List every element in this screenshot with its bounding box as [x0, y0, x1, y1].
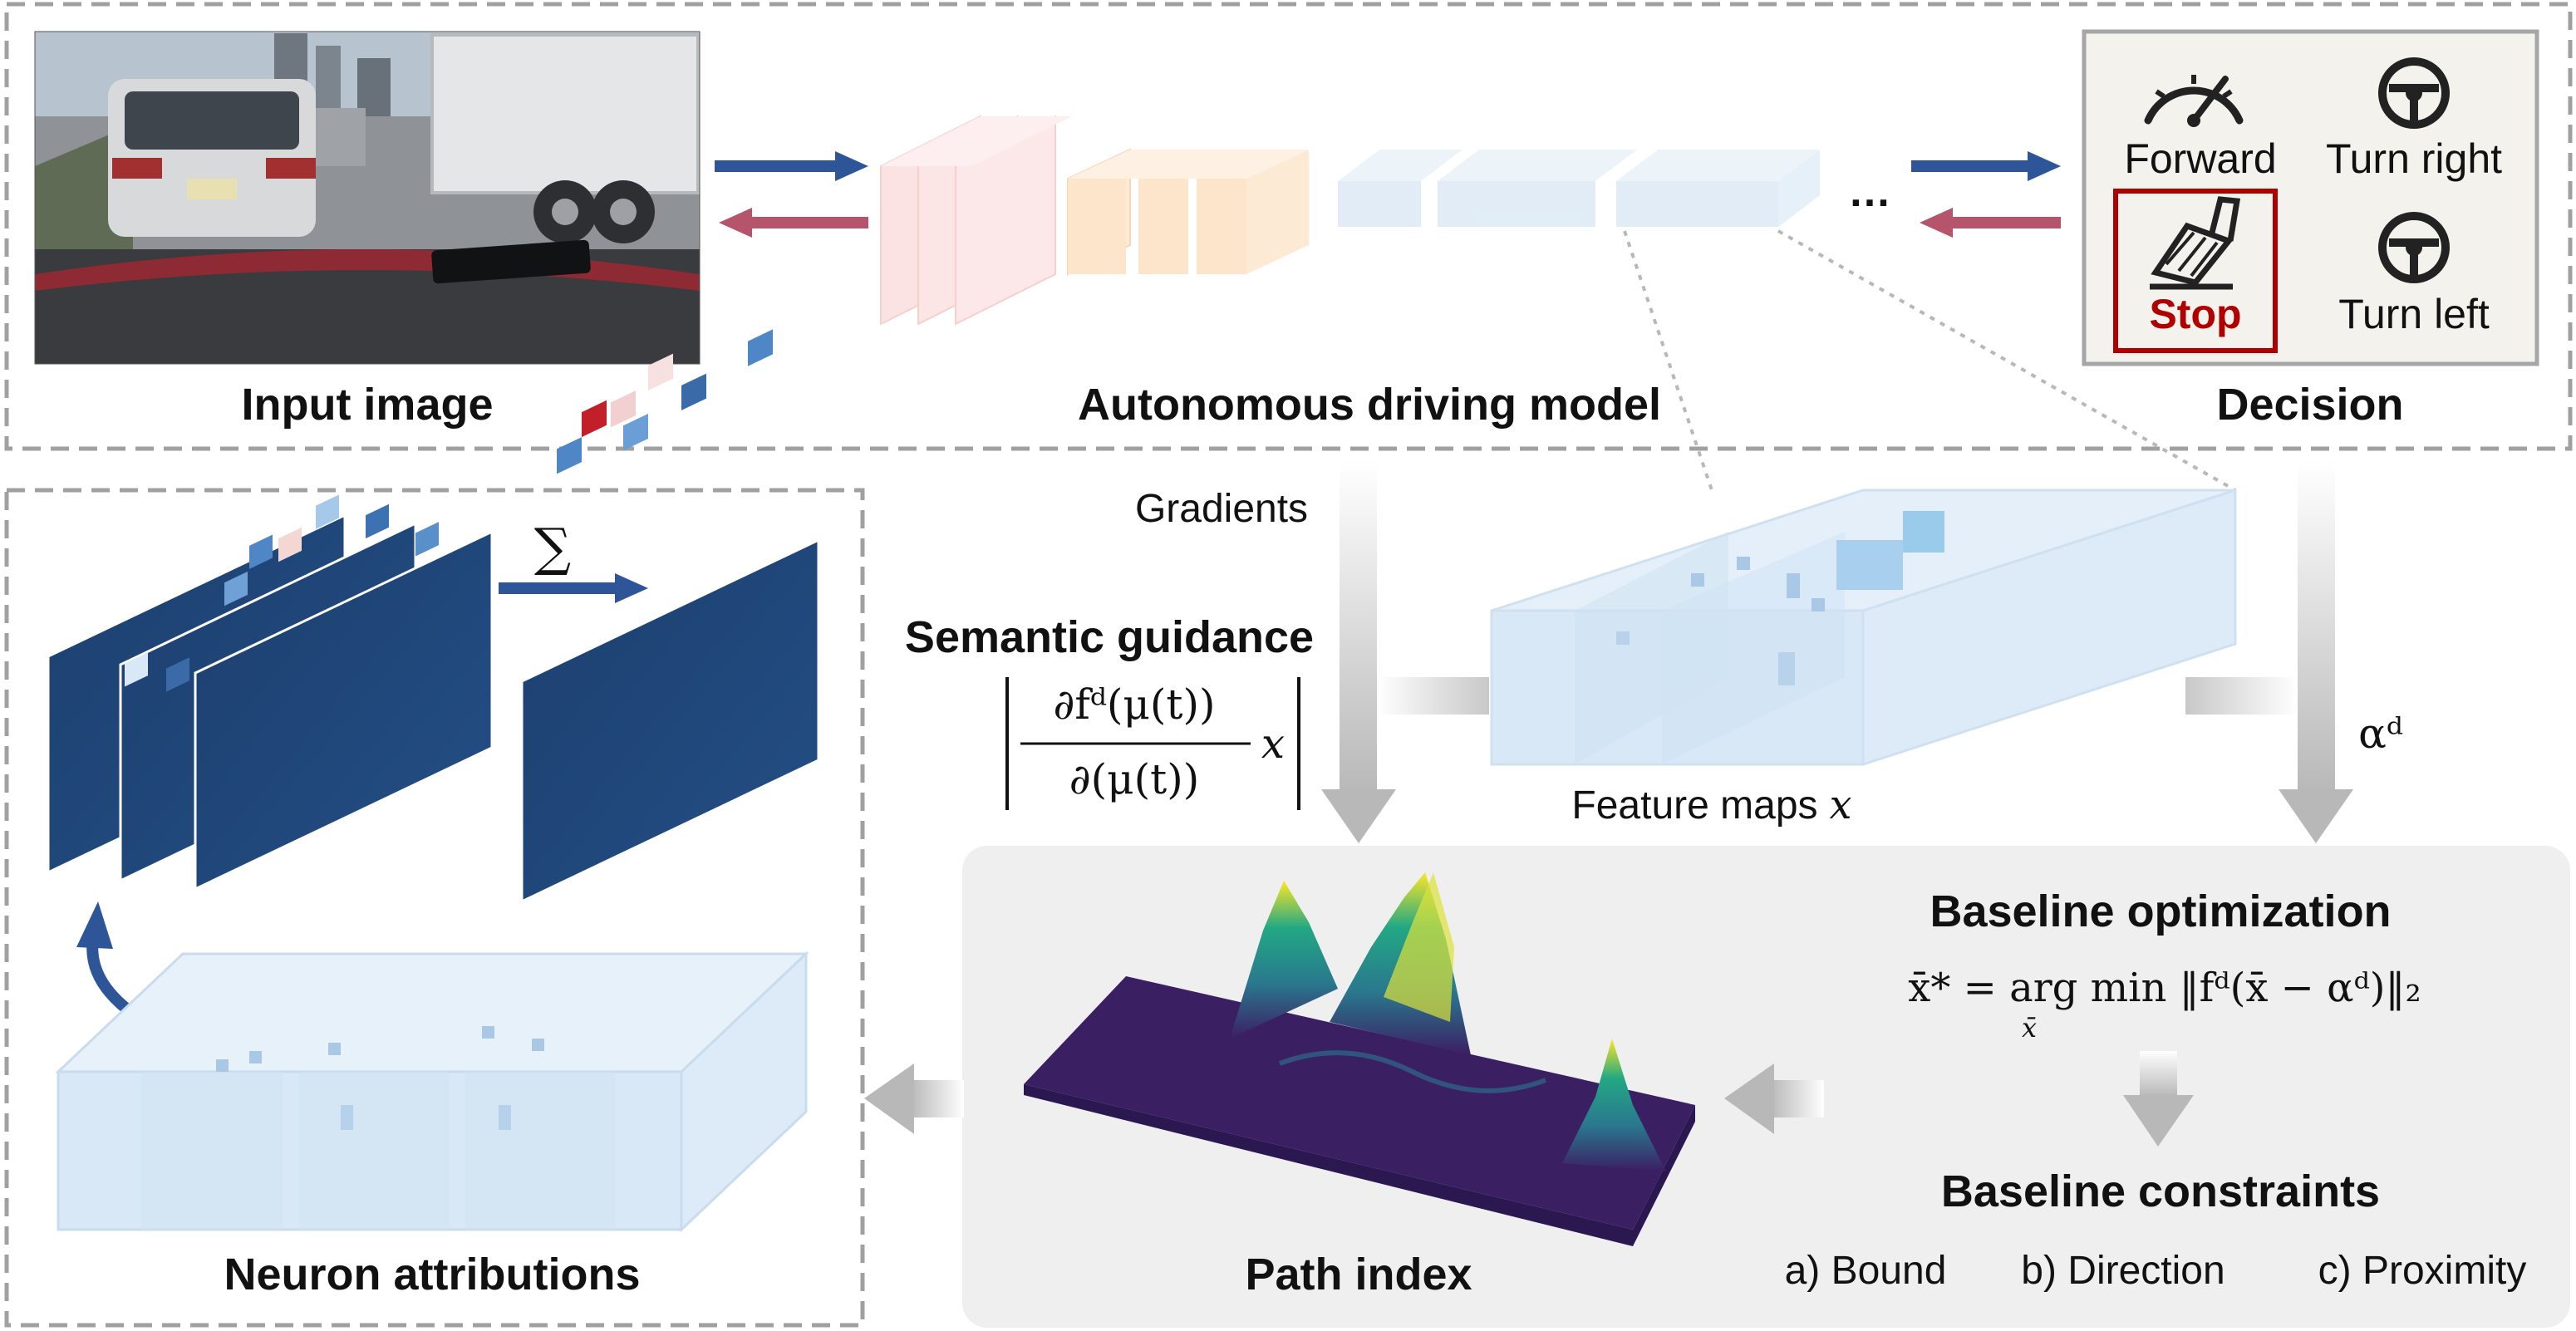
forward-arrow-input [715, 151, 868, 181]
gradient-flow-arrow [1321, 461, 1489, 843]
feature-maps-text: Feature maps [1571, 783, 1817, 828]
alpha-flow-arrow [2185, 461, 2353, 843]
curved-up-arrow [76, 901, 137, 1019]
decision-label: Decision [2216, 380, 2403, 430]
decision-forward: Forward [2124, 135, 2276, 182]
decision-box: Forward Turn right Stop Turn left [2082, 29, 2539, 366]
conv-layers-orange [1067, 148, 1309, 276]
input-image [34, 31, 701, 365]
baseline-formula-sub: x̄ [2022, 1012, 2037, 1044]
decision-turn-left: Turn left [2338, 291, 2490, 337]
backward-arrow-decision [1920, 208, 2061, 238]
decision-stop: Stop [2149, 291, 2241, 337]
summed-heatmap [520, 329, 820, 904]
formula-denominator: ∂(μ(t)) [1069, 755, 1199, 803]
formula-x: x [1261, 720, 1285, 768]
brake-pedal-icon [2150, 196, 2241, 290]
input-image-label: Input image [241, 380, 493, 430]
steering-wheel-icon-right [2378, 57, 2450, 129]
sum-arrow [499, 573, 648, 603]
constraint-bound: a) Bound [1785, 1249, 1947, 1293]
baseline-formula: x̄* = arg min ‖fᵈ(x̄ − αᵈ)‖₂ [1908, 965, 2421, 1011]
alpha-label: αᵈ [2358, 710, 2403, 758]
speedometer-icon [2144, 75, 2244, 127]
decision-turn-right: Turn right [2326, 135, 2502, 182]
feature-maps-var: x [1830, 782, 1852, 828]
baseline-constraints-label: Baseline constraints [1941, 1166, 2380, 1216]
model-label: Autonomous driving model [1078, 380, 1661, 430]
attribution-output-arrow [864, 1063, 964, 1134]
model-layers [880, 115, 1820, 326]
top-section-frame [4, 2, 2573, 451]
model-ellipsis: … [1848, 168, 1891, 216]
path-index-surface [1024, 872, 1695, 1246]
left-section-frame [4, 488, 865, 1328]
steering-wheel-icon-left [2378, 212, 2450, 283]
gradients-label: Gradients [1135, 487, 1308, 531]
stop-highlight-frame [2113, 189, 2278, 353]
constraint-proximity: c) Proximity [2318, 1249, 2527, 1293]
conv-layers-red [880, 115, 1072, 326]
constraints-arrow [2123, 1051, 2194, 1147]
semantic-guidance-label: Semantic guidance [905, 612, 1314, 662]
neuron-attributions-label: Neuron attributions [224, 1250, 641, 1299]
formula-numerator: ∂fᵈ(μ(t)) [1054, 680, 1216, 729]
heatmap-layer-3 [194, 529, 494, 891]
heatmap-stack [47, 494, 494, 891]
forward-arrow-decision [1911, 151, 2061, 181]
baseline-optimization-label: Baseline optimization [1930, 887, 2391, 936]
zoom-line-left [1623, 230, 1713, 491]
neuron-attribution-block [55, 950, 809, 1233]
feature-maps-block [1490, 488, 2237, 767]
conv-layers-blue [1338, 150, 1820, 227]
constraint-direction: b) Direction [2021, 1249, 2225, 1293]
sum-symbol: ∑ [534, 517, 571, 577]
path-index-label: Path index [1245, 1250, 1472, 1299]
feature-maps-label: Feature maps x [1571, 782, 1851, 828]
baseline-to-path-arrow [1724, 1063, 1824, 1134]
backward-arrow-input [719, 208, 868, 238]
semantic-guidance-formula: ∂fᵈ(μ(t)) ∂(μ(t)) x [1005, 677, 1300, 810]
